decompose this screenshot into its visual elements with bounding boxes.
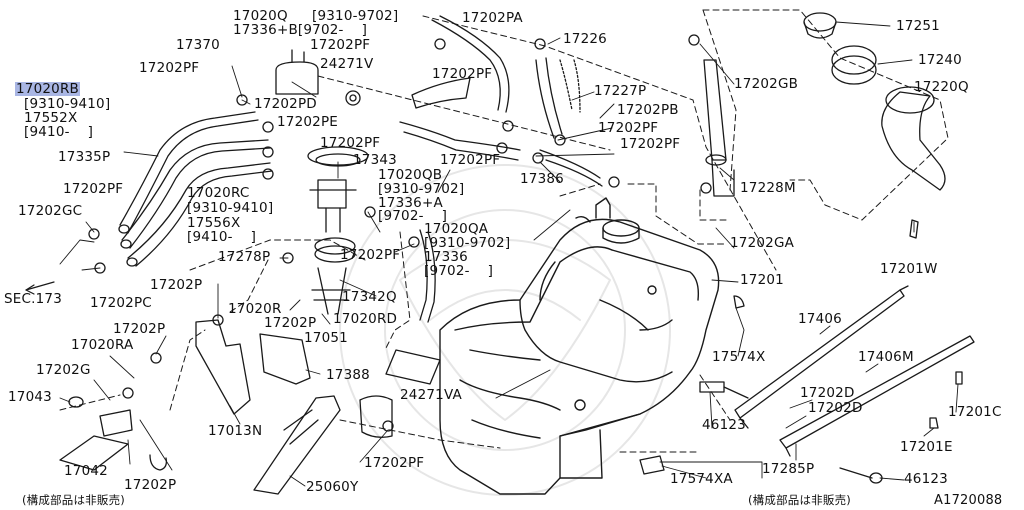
part-label: 17020QB xyxy=(378,167,443,183)
date-range-label: [9310-9702] xyxy=(424,235,511,251)
part-label: 17202PF xyxy=(139,60,200,76)
part-label: 17335P xyxy=(58,149,111,165)
parts-not-sold-note: (構成部品は非販売) xyxy=(22,493,125,507)
date-range-label: [9310-9410] xyxy=(187,200,274,216)
part-label: 17285P xyxy=(762,461,815,477)
part-label: 17556X xyxy=(187,215,241,231)
part-label: 17202PF xyxy=(620,136,681,152)
part-label: 46123 xyxy=(904,471,948,487)
part-label: 17202PF xyxy=(364,455,425,471)
hose-clamps xyxy=(88,34,712,432)
part-label: 17220Q xyxy=(914,79,969,95)
date-range-label: [9310-9702] xyxy=(378,181,465,197)
date-range-label: [9310-9702] xyxy=(312,8,399,24)
part-label: 17202PF xyxy=(440,152,501,168)
date-range-label: [9702- ] xyxy=(424,263,494,279)
part-label: 17202PF xyxy=(310,37,371,53)
dashed-frames xyxy=(59,9,949,453)
part-label: 17020Q xyxy=(233,8,288,24)
part-label-selected[interactable]: 17020RB xyxy=(15,81,80,97)
part-label: 17202GC xyxy=(18,203,83,219)
part-label: 17202P xyxy=(264,315,317,331)
figure-code: A1720088 xyxy=(934,493,1003,508)
part-label: 17201E xyxy=(900,439,953,455)
part-label: 17227P xyxy=(594,83,647,99)
part-label: 17202PC xyxy=(90,295,152,311)
part-label: 17336 xyxy=(424,249,468,265)
part-label: 17574X xyxy=(712,349,766,365)
part-label: 17240 xyxy=(918,52,962,68)
part-label: 17406M xyxy=(858,349,914,365)
part-label: 24271VA xyxy=(400,387,462,403)
part-label: 17202G xyxy=(36,362,91,378)
filler-assembly xyxy=(803,12,946,239)
part-label: 17013N xyxy=(208,423,263,439)
part-label: 17226 xyxy=(563,31,607,47)
part-label: 17202PF xyxy=(340,247,401,263)
part-label: 17201W xyxy=(880,261,938,277)
part-label: 17020RD xyxy=(333,311,398,327)
parts-not-sold-note: (構成部品は非販売) xyxy=(748,493,851,507)
part-label: 17020R xyxy=(228,301,282,317)
part-label: 17043 xyxy=(8,389,52,405)
leader-lines xyxy=(59,21,959,487)
part-label: 17202PE xyxy=(277,114,339,130)
part-label: 17388 xyxy=(326,367,370,383)
part-label: 17051 xyxy=(304,330,348,346)
part-label: 17343 xyxy=(353,152,397,168)
part-label: 17202GB xyxy=(734,76,799,92)
part-label: 17020RC xyxy=(187,185,250,201)
part-label: 17278P xyxy=(218,249,271,265)
part-label: 17020QA xyxy=(424,221,489,237)
watermark xyxy=(339,164,671,496)
part-label: 17228M xyxy=(740,180,796,196)
vent-hoses xyxy=(118,111,273,267)
fuel-tank xyxy=(439,197,720,495)
part-label: 17202PF xyxy=(598,120,659,136)
part-label: 17202P xyxy=(113,321,166,337)
part-label: 17574XA xyxy=(670,471,733,487)
part-label: 17202PB xyxy=(617,102,679,118)
part-label: 17336+A xyxy=(378,195,443,211)
part-label: 17202PA xyxy=(462,10,523,26)
part-label: 17552X xyxy=(24,110,78,126)
part-label: 17406 xyxy=(798,311,842,327)
part-label: 17202P xyxy=(150,277,203,293)
part-label: 17336+B[9702- ] xyxy=(233,22,368,38)
part-label: 24271V xyxy=(320,56,374,72)
part-label: 25060Y xyxy=(306,479,359,495)
part-label: 17386 xyxy=(520,171,564,187)
fuel-pump-module xyxy=(259,49,369,385)
part-label: 17202D xyxy=(808,400,863,416)
sec-arrow xyxy=(25,281,55,295)
date-range-label: [9702- ] xyxy=(378,208,448,224)
section-reference[interactable]: SEC.173 xyxy=(4,291,62,307)
small-parts xyxy=(59,77,471,495)
date-range-label: [9410- ] xyxy=(24,124,94,140)
part-label: 17251 xyxy=(896,18,940,34)
part-label: 17342Q xyxy=(342,289,397,305)
date-range-label: [9310-9410] xyxy=(24,96,111,112)
part-label: 17202D xyxy=(800,385,855,401)
part-label: 17202PF xyxy=(320,135,381,151)
part-label: 17202PD xyxy=(254,96,317,112)
tank-straps xyxy=(734,285,975,457)
upper-hoses xyxy=(399,15,735,197)
part-label: 17202PF xyxy=(63,181,124,197)
part-label: 46123 xyxy=(702,417,746,433)
part-label: 17201 xyxy=(740,272,784,288)
part-label: 17020RA xyxy=(71,337,134,353)
part-label: 17370 xyxy=(176,37,220,53)
part-label: 17202PF xyxy=(432,66,493,82)
part-label: 17202P xyxy=(124,477,177,493)
part-label: 17202GA xyxy=(730,235,795,251)
part-label: 17201C xyxy=(948,404,1002,420)
part-label: 17042 xyxy=(64,463,108,479)
date-range-label: [9410- ] xyxy=(187,229,257,245)
